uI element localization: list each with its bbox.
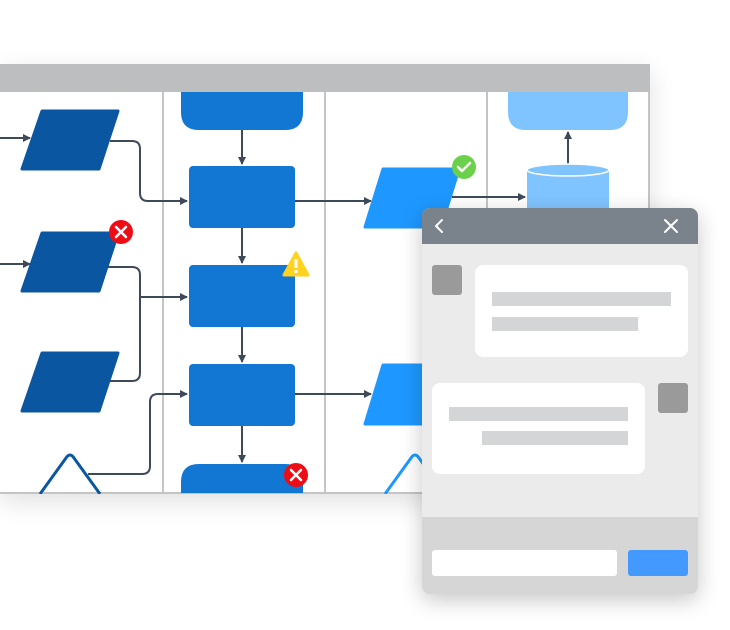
input-shape[interactable] <box>20 109 120 171</box>
window-title-bar <box>0 64 650 92</box>
check-badge-icon <box>452 155 476 179</box>
warning-icon <box>282 251 310 277</box>
flowchart-canvas <box>0 92 650 494</box>
message-bubble-received <box>475 265 688 357</box>
connector <box>110 140 188 205</box>
message-text-placeholder <box>492 317 638 331</box>
chat-footer <box>422 517 698 594</box>
message-text-placeholder <box>449 407 628 421</box>
triangle-shape[interactable] <box>38 453 102 494</box>
process-box[interactable] <box>189 364 295 426</box>
terminal-shape[interactable] <box>181 92 303 130</box>
close-icon[interactable] <box>662 217 680 235</box>
error-badge-icon <box>109 220 133 244</box>
avatar <box>432 265 462 295</box>
chat-header <box>422 208 698 244</box>
avatar <box>658 383 688 413</box>
triangle-shape[interactable] <box>383 453 447 494</box>
connectors <box>0 130 572 475</box>
message-bubble-sent <box>432 383 645 474</box>
chat-panel <box>422 208 698 594</box>
terminal-shape[interactable] <box>508 92 628 130</box>
chevron-left-icon[interactable] <box>431 217 449 235</box>
process-box[interactable] <box>189 265 295 327</box>
message-input[interactable] <box>432 550 617 576</box>
connector <box>108 266 141 382</box>
input-shape[interactable] <box>20 231 120 293</box>
error-badge-icon <box>284 463 308 487</box>
input-shape[interactable] <box>20 351 120 413</box>
message-text-placeholder <box>482 431 628 445</box>
message-text-placeholder <box>492 292 671 306</box>
process-box[interactable] <box>189 166 295 228</box>
send-button[interactable] <box>628 550 688 576</box>
connector <box>88 390 188 475</box>
terminal-shape[interactable] <box>181 464 303 493</box>
